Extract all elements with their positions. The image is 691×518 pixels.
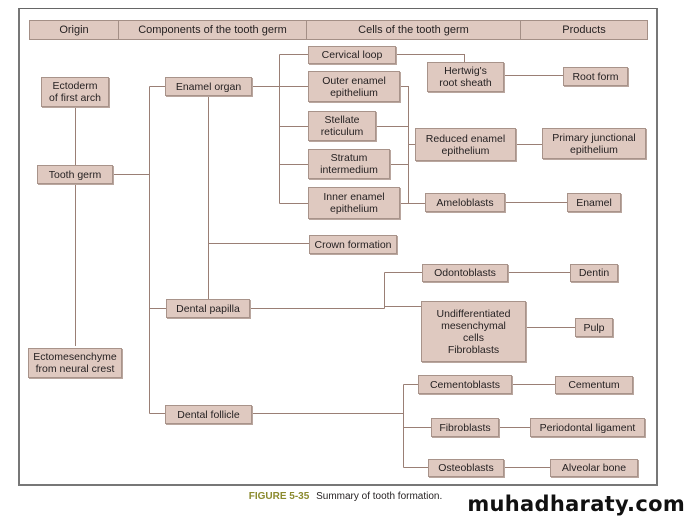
node-enamel: Enamel (567, 193, 621, 212)
header-products: Products (520, 20, 648, 40)
figure-label: FIGURE 5-35 (248, 491, 310, 502)
node-pulp: Pulp (575, 318, 613, 337)
node-cervical-loop: Cervical loop (308, 46, 396, 64)
node-enamel-organ: Enamel organ (165, 77, 252, 96)
header-cells: Cells of the tooth germ (306, 20, 521, 40)
node-ameloblasts: Ameloblasts (425, 193, 505, 212)
node-ectomesenchyme: Ectomesenchyme from neural crest (28, 348, 122, 378)
header-origin: Origin (29, 20, 119, 40)
node-root-form: Root form (563, 67, 628, 86)
node-dental-papilla: Dental papilla (166, 299, 250, 318)
node-undifferentiated-mesenchymal-cells: Undifferentiated mesenchymal cells Fibro… (421, 301, 526, 362)
watermark: muhadharaty.com (467, 492, 685, 516)
node-fibroblasts: Fibroblasts (431, 418, 499, 437)
figure-caption: FIGURE 5-35 Summary of tooth formation. (0, 491, 691, 502)
node-tooth-germ: Tooth germ (37, 165, 113, 184)
connector-cervical-hertwig (396, 54, 465, 62)
node-inner-enamel-epithelium: Inner enamel epithelium (308, 187, 400, 219)
node-hertwigs-root-sheath: Hertwig's root sheath (427, 62, 504, 92)
node-odontoblasts: Odontoblasts (422, 264, 508, 282)
node-crown-formation: Crown formation (309, 235, 397, 254)
node-ectoderm: Ectoderm of first arch (41, 77, 109, 107)
node-cementum: Cementum (555, 376, 633, 394)
node-dental-follicle: Dental follicle (165, 405, 252, 424)
node-reduced-enamel-epithelium: Reduced enamel epithelium (415, 128, 516, 161)
node-stellate-reticulum: Stellate reticulum (308, 111, 376, 141)
figure-frame (18, 8, 658, 486)
node-primary-junctional-epithelium: Primary junctional epithelium (542, 128, 646, 159)
node-cementoblasts: Cementoblasts (418, 375, 512, 394)
node-dentin: Dentin (570, 264, 618, 282)
node-outer-enamel-epithelium: Outer enamel epithelium (308, 71, 400, 102)
node-periodontal-ligament: Periodontal ligament (530, 418, 645, 437)
connector-outer-collect (400, 86, 409, 204)
node-osteoblasts: Osteoblasts (428, 459, 504, 477)
node-stratum-intermedium: Stratum intermedium (308, 149, 390, 179)
node-alveolar-bone: Alveolar bone (550, 459, 638, 477)
caption-text: Summary of tooth formation. (316, 491, 443, 502)
header-components: Components of the tooth germ (118, 20, 307, 40)
